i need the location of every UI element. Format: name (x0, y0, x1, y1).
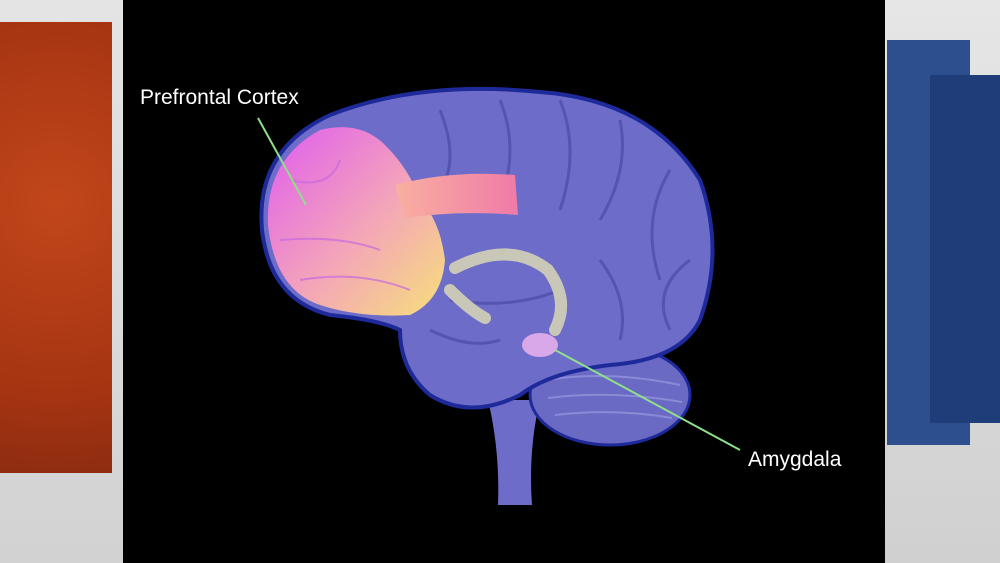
fornix-arc (444, 248, 568, 336)
prefrontal-pointer-line (257, 117, 307, 206)
red-panel (0, 22, 112, 473)
brainstem (488, 400, 540, 505)
amygdala-region (522, 333, 558, 357)
prefrontal-cortex-region (267, 127, 445, 316)
cingulate-band (395, 173, 518, 218)
blue-panel-dark (930, 75, 1000, 423)
prefrontal-cortex-label: Prefrontal Cortex (140, 86, 299, 109)
amygdala-pointer-line (554, 349, 741, 451)
amygdala-label: Amygdala (748, 448, 842, 471)
